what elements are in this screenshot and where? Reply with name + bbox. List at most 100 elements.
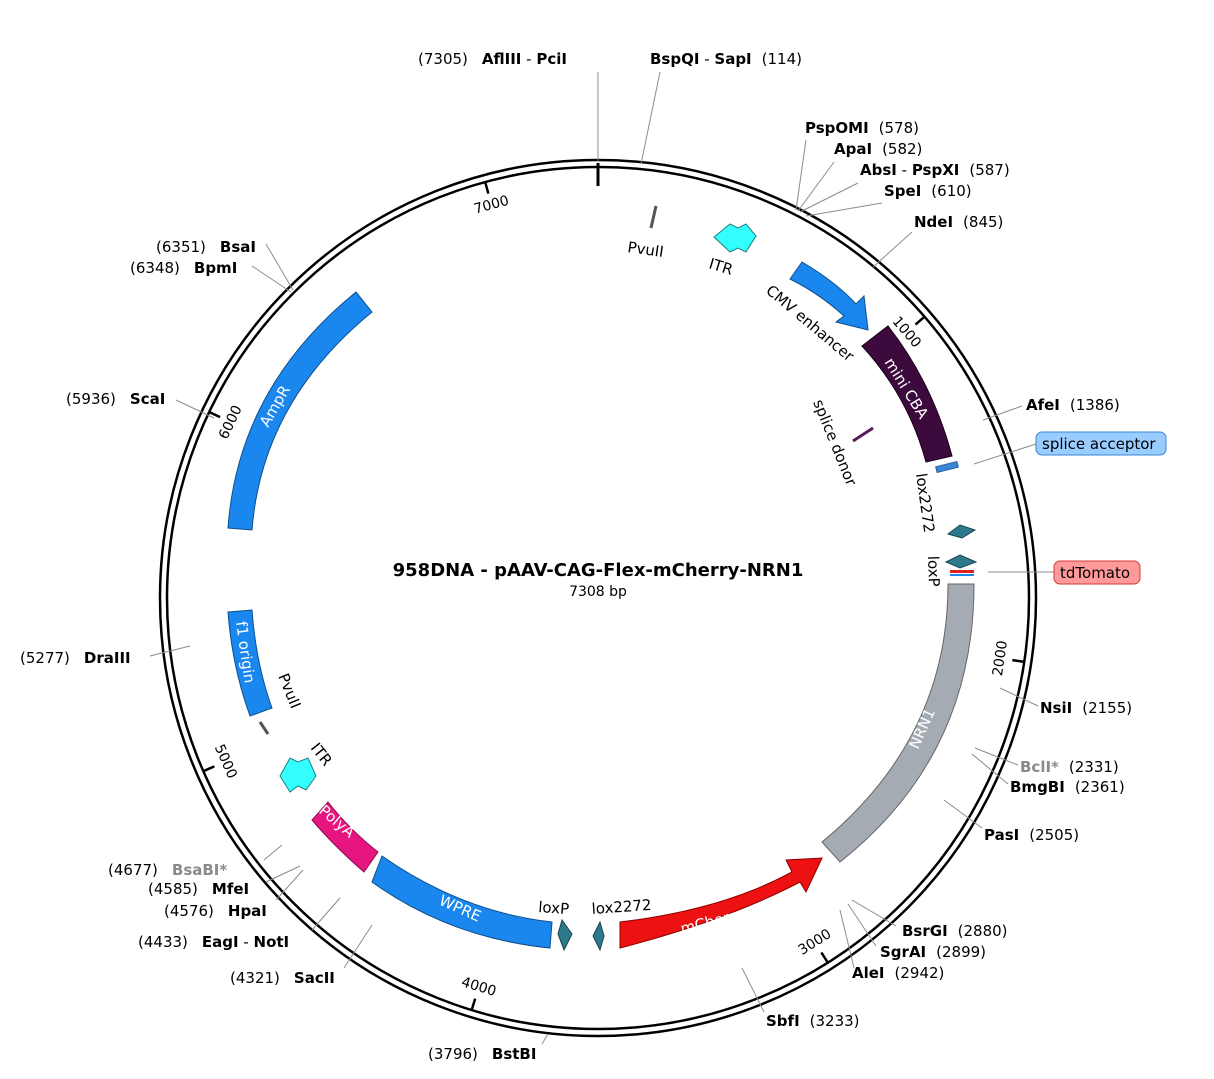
tick-label-2000: 2000: [990, 639, 1011, 677]
leader-bcli: [974, 747, 1019, 766]
leader-apai: [797, 161, 835, 212]
site-bsabi[interactable]: (4677)BsaBI*: [108, 861, 227, 879]
tick-2000: [1012, 658, 1025, 664]
tdtomato-mark: [950, 570, 974, 573]
tdtomato-mark-2: [950, 574, 974, 576]
pvuii-1-mark: [649, 205, 658, 229]
site-sacii[interactable]: (4321)SacII: [230, 969, 335, 987]
lox2272-2-label: lox2272: [591, 896, 652, 918]
site-eagi[interactable]: (4433)EagI - NotI: [138, 933, 289, 951]
leader-bsai: [265, 243, 294, 291]
leader-spei: [805, 202, 883, 217]
mini-cba-block[interactable]: [861, 325, 953, 463]
leader-nsii: [999, 687, 1039, 707]
site-pasi[interactable]: PasI(2505): [984, 826, 1079, 844]
site-bsai[interactable]: (6351)BsaI: [156, 238, 256, 256]
pvuii-2-mark: [258, 721, 270, 735]
itr-1-arrow[interactable]: [713, 223, 757, 253]
site-sbfi[interactable]: SbfI(3233): [766, 1012, 860, 1030]
loxp-2-arrow[interactable]: [557, 918, 573, 952]
site-bmgbi[interactable]: BmgBI(2361): [1010, 778, 1125, 796]
tick-4000: [470, 998, 477, 1011]
loxp-2-label: loxP: [538, 898, 570, 918]
tick-label-4000: 4000: [459, 974, 498, 1000]
leader-pasi: [943, 799, 983, 829]
tdtomato-callout[interactable]: [1053, 560, 1141, 585]
site-afei[interactable]: AfeI(1386): [1026, 396, 1120, 414]
leader-splice-acceptor: [973, 443, 1037, 465]
site-alei[interactable]: AleI(2942): [852, 964, 944, 982]
splice-acceptor-mark: [935, 460, 959, 474]
tick-label-3000: 3000: [796, 926, 835, 959]
lox2272-1-arrow[interactable]: [946, 524, 977, 539]
callouts: splice acceptor tdTomato: [973, 431, 1167, 585]
leader-bmgbi: [971, 753, 1009, 785]
site-bstbi[interactable]: (3796)BstBI: [428, 1045, 536, 1063]
leader-sbfi: [741, 967, 765, 1013]
leader-sacii: [343, 924, 373, 969]
site-scai[interactable]: (5936)ScaI: [66, 390, 165, 408]
tick-5000: [202, 765, 215, 773]
leader-scai: [175, 399, 215, 419]
leader-bsabi: [263, 844, 283, 861]
tick-label-6000: 6000: [216, 403, 246, 442]
map-title: 958DNA - pAAV-CAG-Flex-mCherry-NRN1: [393, 560, 804, 581]
site-ndei[interactable]: NdeI(845): [914, 213, 1003, 231]
loxp-1-arrow[interactable]: [944, 554, 978, 569]
wpre-block[interactable]: [371, 855, 553, 949]
site-labels: (7305)AflIII - PciI BspQI - SapI(114) Ps…: [20, 50, 1132, 1063]
f1-origin-block[interactable]: [227, 609, 273, 717]
tick-6000: [208, 410, 221, 419]
site-bsrgi[interactable]: BsrGI(2880): [902, 922, 1008, 940]
nrn1-block[interactable]: [821, 583, 975, 863]
splice-donor-mark: [852, 426, 874, 443]
itr-1-label: ITR: [707, 255, 735, 279]
site-apai[interactable]: ApaI(582): [834, 140, 922, 158]
leader-ndei: [871, 231, 913, 269]
pvuii-1-label: PvuII: [626, 238, 664, 261]
leader-bspqi: [640, 71, 661, 165]
leader-alei: [839, 909, 855, 969]
leader-hpai: [275, 869, 304, 901]
ampr-block[interactable]: [227, 291, 373, 531]
tick-label-5000: 5000: [211, 742, 240, 781]
leader-afei: [982, 405, 1023, 421]
site-absi[interactable]: AbsI - PspXI(587): [860, 161, 1010, 179]
site-afliii[interactable]: (7305)AflIII - PciI: [418, 50, 567, 68]
site-bpmi[interactable]: (6348)BpmI: [130, 259, 237, 277]
site-hpai[interactable]: (4576)HpaI: [164, 902, 267, 920]
tick-3000: [820, 951, 829, 964]
tick-label-7000: 7000: [472, 193, 511, 218]
splice-donor-label: splice donor: [809, 397, 860, 489]
tick-1000: [914, 315, 926, 326]
cmv-enhancer-arrow[interactable]: [789, 261, 869, 331]
site-sgrai[interactable]: SgrAI(2899): [880, 943, 986, 961]
leader-drai3: [149, 645, 191, 657]
site-bspqi[interactable]: BspQI - SapI(114): [650, 50, 802, 68]
leader-bsrgi: [851, 899, 897, 927]
leader-sgrai: [847, 903, 877, 947]
map-subtitle: 7308 bp: [569, 584, 627, 600]
splice-acceptor-callout[interactable]: [1035, 431, 1167, 456]
lox2272-2-arrow[interactable]: [592, 920, 605, 952]
mcherry-arrow[interactable]: [619, 857, 823, 949]
tick-7000: [483, 181, 490, 194]
leader-bstbi: [541, 1033, 549, 1045]
site-pspomi[interactable]: PspOMI(578): [805, 119, 919, 137]
polya-block[interactable]: [311, 801, 379, 873]
loxp-1-label: loxP: [924, 556, 943, 587]
site-bcli[interactable]: BclI*(2331): [1020, 758, 1119, 776]
itr-2-arrow[interactable]: [279, 757, 317, 793]
site-drai3[interactable]: (5277)DraIII: [20, 649, 131, 667]
site-mfei[interactable]: (4585)MfeI: [148, 880, 249, 898]
pvuii-2-label: PvuII: [274, 671, 304, 711]
leader-absi: [799, 182, 859, 213]
splice-acceptor-callout-text: splice acceptor: [1042, 435, 1156, 453]
lox2272-1-label: lox2272: [912, 472, 938, 534]
leader-pspomi: [795, 139, 807, 211]
tdtomato-callout-text: tdTomato: [1060, 564, 1130, 582]
site-spei[interactable]: SpeI(610): [884, 182, 972, 200]
site-nsii[interactable]: NsiI(2155): [1040, 699, 1132, 717]
leader-bpmi: [251, 265, 292, 293]
